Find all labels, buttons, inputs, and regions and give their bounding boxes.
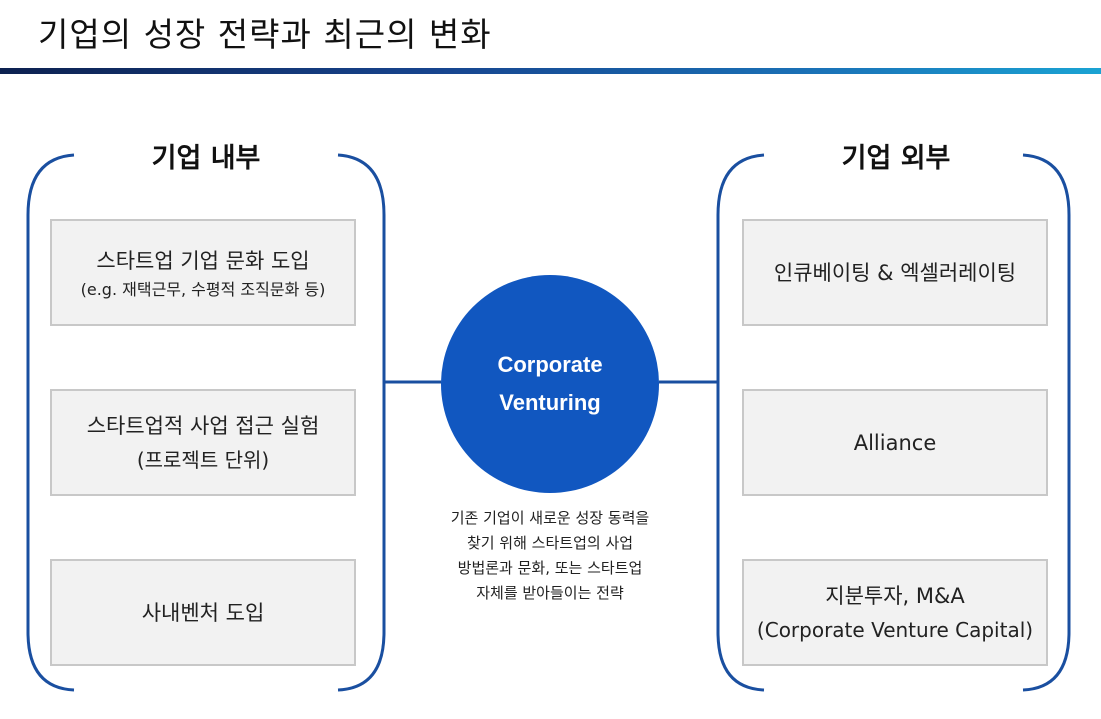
internal-box-startup-culture: 스타트업 기업 문화 도입 (e.g. 재택근무, 수평적 조직문화 등)	[50, 219, 356, 326]
internal-box-internal-venture: 사내벤처 도입	[50, 559, 356, 666]
external-panel-title: 기업 외부	[841, 143, 951, 174]
external-bracket-left	[716, 153, 765, 692]
title-underline	[0, 68, 1101, 74]
description-line: 자체를 받아들이는 전략	[476, 584, 624, 602]
circle-label-line2: Venturing	[499, 390, 601, 415]
external-box-3-sub: (Corporate Venture Capital)	[756, 617, 1034, 642]
internal-box-1-main: 스타트업 기업 문화 도입	[96, 248, 310, 273]
internal-box-3-main: 사내벤처 도입	[141, 600, 265, 625]
internal-box-business-experiment: 스타트업적 사업 접근 실험 (프로젝트 단위)	[50, 389, 356, 496]
description-line: 찾기 위해 스타트업의 사업	[466, 534, 634, 552]
external-box-3-main: 지분투자, M&A	[825, 583, 965, 608]
external-box-1-main: 인큐베이팅 & 엑셀러레이팅	[773, 260, 1017, 285]
internal-panel-title: 기업 내부	[151, 143, 261, 174]
description-line: 방법론과 문화, 또는 스타트업	[457, 559, 643, 577]
external-box-equity-investment: 지분투자, M&A (Corporate Venture Capital)	[742, 559, 1048, 666]
external-box-alliance: Alliance	[742, 389, 1048, 496]
center-description: 기존 기업이 새로운 성장 동력을 찾기 위해 스타트업의 사업 방법론과 문화…	[400, 506, 700, 606]
internal-box-2-main: 스타트업적 사업 접근 실험	[86, 413, 320, 438]
internal-box-1-sub: (e.g. 재택근무, 수평적 조직문화 등)	[80, 279, 326, 299]
description-line: 기존 기업이 새로운 성장 동력을	[450, 509, 650, 527]
internal-bracket-right	[337, 153, 386, 692]
corporate-venturing-circle: Corporate Venturing	[441, 275, 659, 493]
page-title: 기업의 성장 전략과 최근의 변화	[38, 15, 492, 54]
internal-box-2-sub: (프로젝트 단위)	[136, 447, 270, 472]
external-box-2-main: Alliance	[853, 430, 937, 455]
external-box-incubating: 인큐베이팅 & 엑셀러레이팅	[742, 219, 1048, 326]
circle-label-line1: Corporate	[497, 352, 603, 377]
internal-bracket-left	[26, 153, 75, 692]
external-bracket-right	[1022, 153, 1071, 692]
